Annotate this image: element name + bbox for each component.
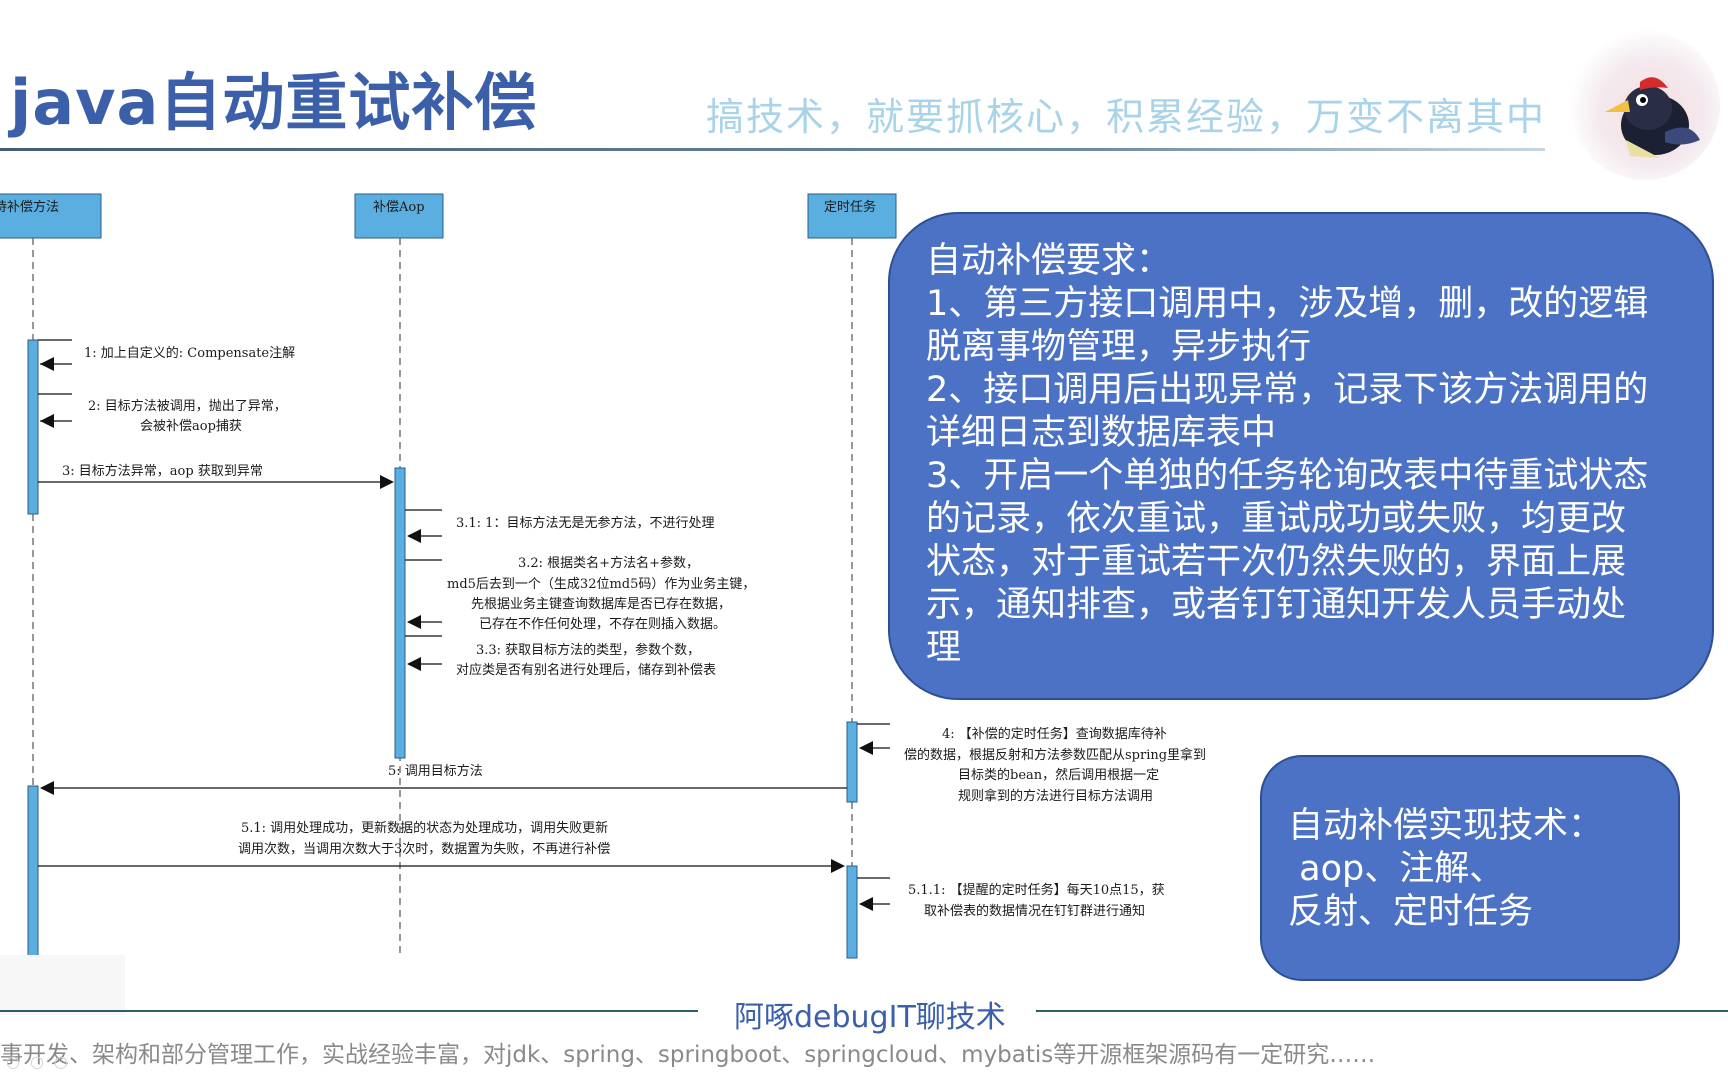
arrowhead	[407, 529, 421, 543]
arrowhead	[40, 414, 54, 428]
requirements-line: 示，通知排查，或者钉钉通知开发人员手动处	[926, 585, 1627, 625]
activation-bar	[27, 339, 39, 515]
message-label: 取补偿表的数据情况在钉钉群进行通知	[924, 903, 1145, 919]
activation-bar	[846, 865, 858, 959]
self-call-arrow	[38, 339, 72, 365]
message-label: 5: 调用目标方法	[388, 763, 483, 779]
message-label: 已存在不作任何处理，不存在则插入数据。	[479, 616, 726, 632]
self-call-arrow	[405, 509, 442, 537]
self-call-arrow	[857, 723, 890, 749]
message-label: 规则拿到的方法进行目标方法调用	[958, 788, 1153, 804]
footer-divider-right	[1036, 1010, 1728, 1012]
arrowhead	[407, 657, 421, 671]
message-label: 偿的数据，根据反射和方法参数匹配从spring里拿到	[904, 747, 1206, 763]
lifeline-head-3	[807, 193, 897, 239]
header-divider	[0, 148, 1545, 151]
requirements-line: 的记录，依次重试，重试成功或失败，均更改	[926, 499, 1627, 539]
arrowhead	[380, 475, 394, 489]
ghost-box	[0, 955, 125, 1015]
slogan: 搞技术，就要抓核心，积累经验，万变不离其中	[706, 95, 1547, 139]
arrowhead	[40, 781, 54, 795]
sequence-diagram: 待补偿方法 补偿Aop 定时任务	[0, 193, 1206, 959]
requirements-line: 自动补偿要求：	[926, 241, 1172, 281]
tech-line: 自动补偿实现技术：	[1288, 806, 1604, 846]
page-title: java自动重试补偿	[10, 66, 538, 139]
footer-divider-left	[0, 1010, 698, 1012]
requirements-line: 理	[926, 628, 962, 668]
tech-callout: 自动补偿实现技术： aop、注解、 反射、定时任务	[1260, 755, 1680, 981]
requirements-line: 2、接口调用后出现异常，记录下该方法调用的	[926, 370, 1649, 410]
requirements-callout: 自动补偿要求： 1、第三方接口调用中，涉及增，删，改的逻辑 脱离事物管理，异步执…	[888, 212, 1714, 700]
lifeline-head-1	[0, 193, 102, 239]
message-label: 对应类是否有别名进行处理后，储存到补偿表	[456, 662, 716, 678]
requirements-line: 状态，对于重试若干次仍然失败的，界面上展	[926, 542, 1627, 582]
arrowhead	[407, 615, 421, 629]
requirements-line: 脱离事物管理，异步执行	[926, 327, 1312, 367]
self-call-arrow	[405, 635, 442, 665]
lifeline-label-3: 定时任务	[824, 199, 876, 215]
self-call-arrow	[38, 393, 72, 422]
message-label: 4: 【补偿的定时任务】查询数据库待补	[942, 726, 1167, 742]
message-label: 5.1.1: 【提醒的定时任务】每天10点15，获	[908, 882, 1165, 898]
lifeline-head-2	[354, 193, 444, 239]
arrowhead	[831, 859, 845, 873]
tech-line: aop、注解、	[1288, 849, 1505, 889]
requirements-line: 详细日志到数据库表中	[926, 413, 1277, 453]
watermark-dots: ○○○	[6, 1052, 78, 1071]
mascot-icon	[1570, 30, 1720, 180]
message-label: 会被补偿aop捕获	[140, 418, 242, 434]
self-call-arrow	[857, 877, 890, 905]
tech-line: 反射、定时任务	[1288, 892, 1534, 932]
message-label: 3.2: 根据类名+方法名+参数，	[518, 555, 699, 571]
self-call-arrow	[405, 559, 442, 623]
requirements-line: 3、开启一个单独的任务轮询改表中待重试状态	[926, 456, 1649, 496]
message-label: 1: 加上自定义的: Compensate注解	[84, 345, 295, 361]
arrowhead	[40, 357, 54, 371]
message-label: 2: 目标方法被调用，抛出了异常，	[88, 398, 287, 414]
message-label: 先根据业务主键查询数据库是否已存在数据，	[471, 596, 731, 612]
arrowhead	[859, 897, 873, 911]
activation-bar	[27, 785, 39, 959]
activation-bar	[394, 467, 406, 759]
lifeline-label-1: 待补偿方法	[0, 199, 59, 215]
message-label: 目标类的bean，然后调用根据一定	[958, 767, 1159, 783]
message-label: 调用次数，当调用次数大于3次时，数据置为失败，不再进行补偿	[238, 841, 610, 857]
footer-description: 事开发、架构和部分管理工作，实战经验丰富，对jdk、spring、springb…	[0, 1042, 1376, 1068]
message-label: 3: 目标方法异常，aop 获取到异常	[62, 463, 263, 479]
message-label: 3.1: 1：目标方法无是无参方法，不进行处理	[456, 515, 714, 531]
message-label: md5后去到一个（生成32位md5码）作为业务主键，	[447, 576, 755, 592]
footer-brand: 阿啄debugIT聊技术	[734, 1000, 1006, 1035]
message-label: 5.1: 调用处理成功，更新数据的状态为处理成功，调用失败更新	[241, 820, 608, 836]
lifeline-label-2: 补偿Aop	[373, 200, 425, 215]
requirements-line: 1、第三方接口调用中，涉及增，删，改的逻辑	[926, 284, 1649, 324]
message-label: 3.3: 获取目标方法的类型，参数个数，	[476, 642, 700, 658]
activation-bar	[846, 721, 858, 803]
arrowhead	[859, 741, 873, 755]
